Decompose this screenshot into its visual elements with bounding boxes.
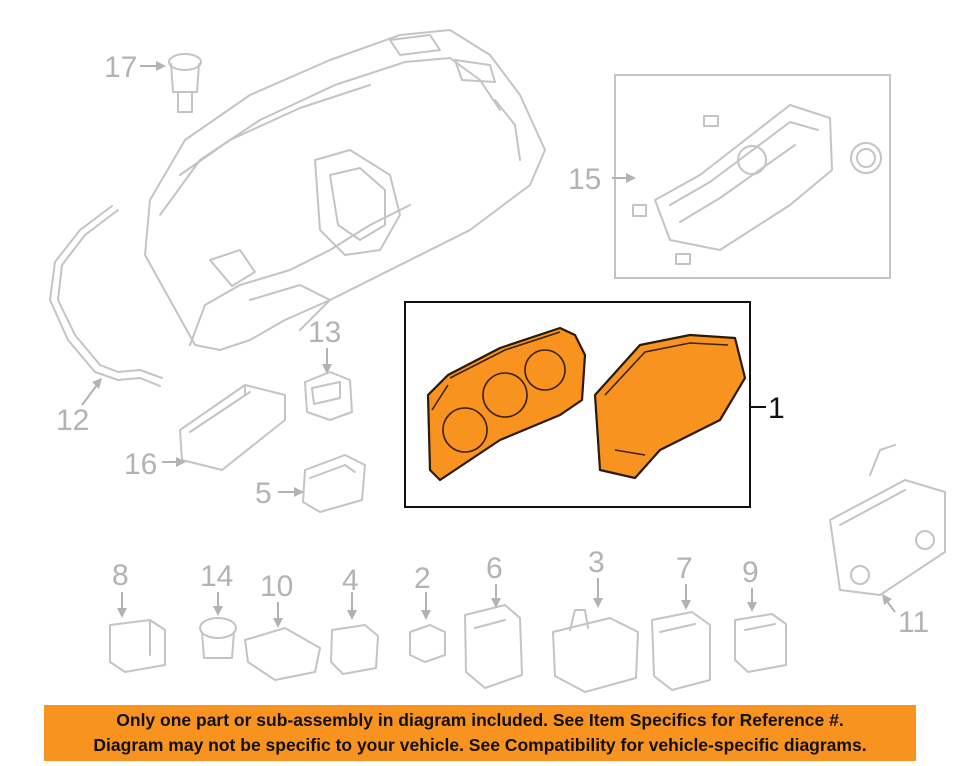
part-4 xyxy=(330,592,379,675)
label-9: 9 xyxy=(742,556,759,589)
label-15: 15 xyxy=(568,163,601,196)
label-4: 4 xyxy=(342,564,359,597)
label-6: 6 xyxy=(486,552,503,585)
part-2 xyxy=(409,592,446,663)
dashboard-outline xyxy=(144,29,546,351)
label-14: 14 xyxy=(200,560,233,593)
part-1-box xyxy=(404,301,751,508)
label-11: 11 xyxy=(898,606,929,639)
disclaimer-line-1: Only one part or sub-assembly in diagram… xyxy=(116,710,844,730)
label-7: 7 xyxy=(676,552,693,585)
disclaimer-banner: Only one part or sub-assembly in diagram… xyxy=(44,705,916,761)
part-3 xyxy=(552,578,639,693)
part-12-hose xyxy=(49,205,163,406)
label-2: 2 xyxy=(414,562,431,595)
label-12: 12 xyxy=(56,404,89,437)
parts-diagram: 1 2 3 4 5 6 7 8 9 10 11 12 13 14 15 16 1… xyxy=(49,29,946,693)
part-17-clip xyxy=(140,53,202,113)
label-17: 17 xyxy=(104,51,137,84)
part-15-climate-control xyxy=(612,74,891,279)
label-13: 13 xyxy=(308,316,341,349)
part-6 xyxy=(464,584,523,689)
part-14 xyxy=(199,592,237,659)
disclaimer-line-2: Diagram may not be specific to your vehi… xyxy=(93,735,867,755)
part-1-instrument-cluster xyxy=(404,301,766,508)
label-8: 8 xyxy=(112,559,129,592)
label-3: 3 xyxy=(588,546,605,579)
part-5-switch xyxy=(278,454,366,513)
part-13-switch xyxy=(304,348,353,421)
part-11-radio xyxy=(829,444,946,613)
label-16: 16 xyxy=(124,448,157,481)
part-9 xyxy=(734,588,787,673)
label-10: 10 xyxy=(260,570,293,603)
label-1: 1 xyxy=(768,392,785,425)
part-7 xyxy=(651,584,711,691)
label-5: 5 xyxy=(255,477,272,510)
part-8 xyxy=(109,592,166,673)
part-16-display xyxy=(162,384,286,471)
part-10 xyxy=(244,602,321,681)
